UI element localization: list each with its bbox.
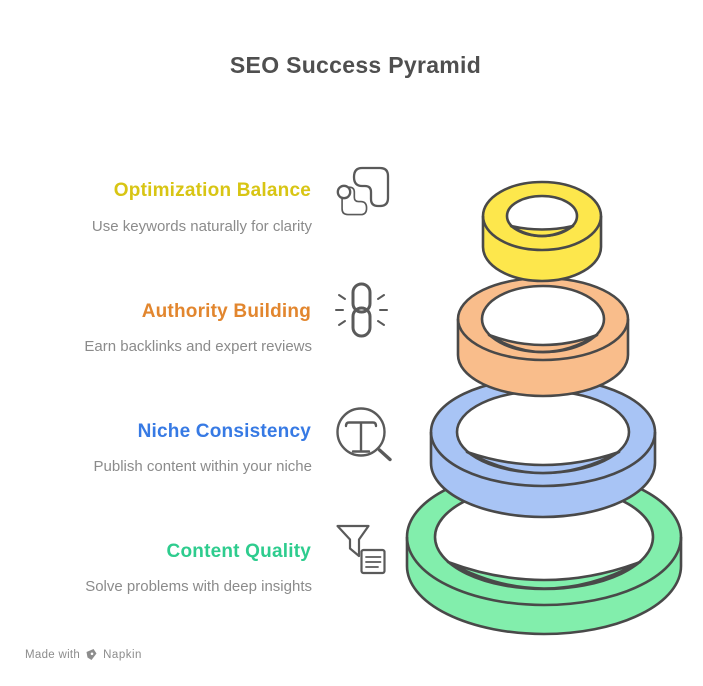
level-description: Use keywords naturally for clarity bbox=[91, 218, 312, 235]
search-type-icon bbox=[336, 407, 392, 462]
funnel-document-icon bbox=[336, 524, 386, 575]
level-description: Solve problems with deep insights bbox=[85, 578, 312, 595]
balance-icon bbox=[336, 166, 390, 216]
level-label: Authority Building bbox=[141, 301, 311, 322]
level-description: Earn backlinks and expert reviews bbox=[84, 338, 312, 355]
level-label: Content Quality bbox=[166, 541, 311, 562]
watermark-prefix: Made with bbox=[25, 648, 81, 661]
ring-authority-building bbox=[456, 276, 630, 398]
spark-lines bbox=[335, 294, 388, 326]
page-title: SEO Success Pyramid bbox=[229, 52, 482, 78]
level-label: Niche Consistency bbox=[137, 421, 311, 442]
ring-niche-consistency bbox=[429, 376, 657, 519]
level-description: Publish content within your niche bbox=[93, 458, 312, 475]
watermark: Made with Napkin bbox=[25, 648, 142, 661]
level-label: Optimization Balance bbox=[113, 180, 311, 201]
chain-link-icon bbox=[335, 282, 388, 338]
ring-optimization-balance bbox=[481, 180, 603, 283]
napkin-logo-icon bbox=[86, 649, 97, 660]
watermark-brand: Napkin bbox=[103, 648, 142, 661]
document-lines bbox=[365, 556, 382, 568]
ring-content-quality bbox=[405, 467, 683, 636]
